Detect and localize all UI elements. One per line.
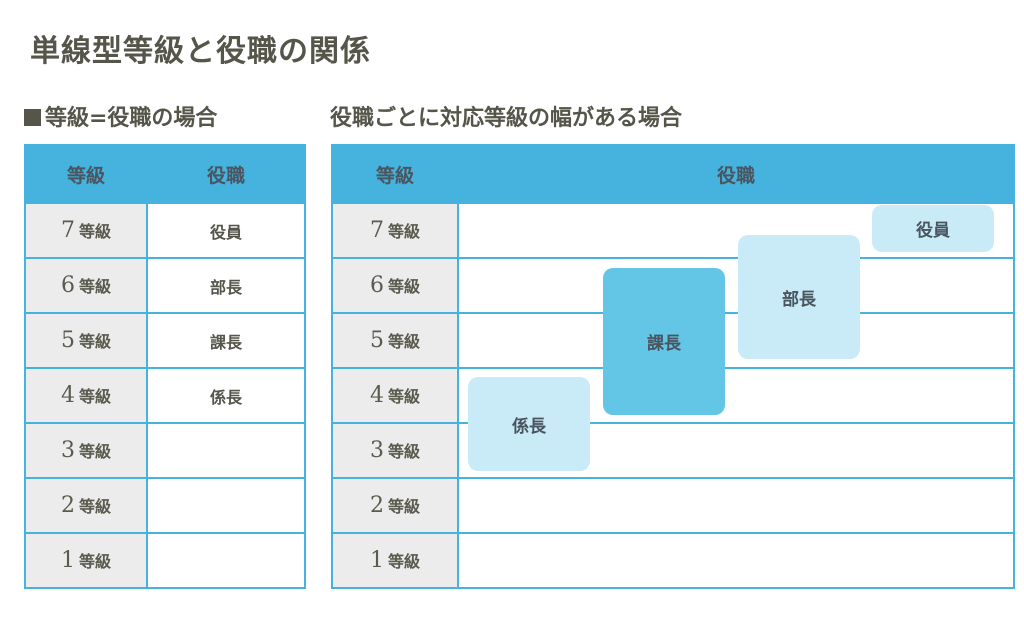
range-box-kakaricho: 係長 xyxy=(468,377,590,471)
range-box-yakuin: 役員 xyxy=(872,205,994,252)
range-cell xyxy=(457,312,1015,369)
range-cell xyxy=(457,532,1015,589)
left-header-grade: 等級 xyxy=(24,144,148,204)
right-header-position: 役職 xyxy=(457,144,1015,204)
range-box-bucho: 部長 xyxy=(738,235,860,359)
position-cell: 係長 xyxy=(146,367,306,424)
left-subtitle: 等級=役職の場合 xyxy=(24,100,217,132)
right-header-row: 等級 役職 xyxy=(331,144,1015,204)
position-cell: 課長 xyxy=(146,312,306,369)
position-cell xyxy=(146,422,306,479)
range-box-kacho: 課長 xyxy=(603,268,725,415)
right-subtitle: 役職ごとに対応等級の幅がある場合 xyxy=(330,106,683,131)
position-cell xyxy=(146,477,306,534)
square-marker-icon xyxy=(24,109,41,126)
range-cell xyxy=(457,477,1015,534)
position-cell: 部長 xyxy=(146,257,306,314)
right-header-grade: 等級 xyxy=(331,144,459,204)
range-cell xyxy=(457,257,1015,314)
left-header-row: 等級 役職 xyxy=(24,144,306,204)
left-subtitle-text: 等級=役職の場合 xyxy=(45,106,218,131)
position-cell xyxy=(146,532,306,589)
position-cell: 役員 xyxy=(146,202,306,259)
page-title: 単線型等級と役職の関係 xyxy=(30,34,371,69)
left-header-position: 役職 xyxy=(146,144,306,204)
